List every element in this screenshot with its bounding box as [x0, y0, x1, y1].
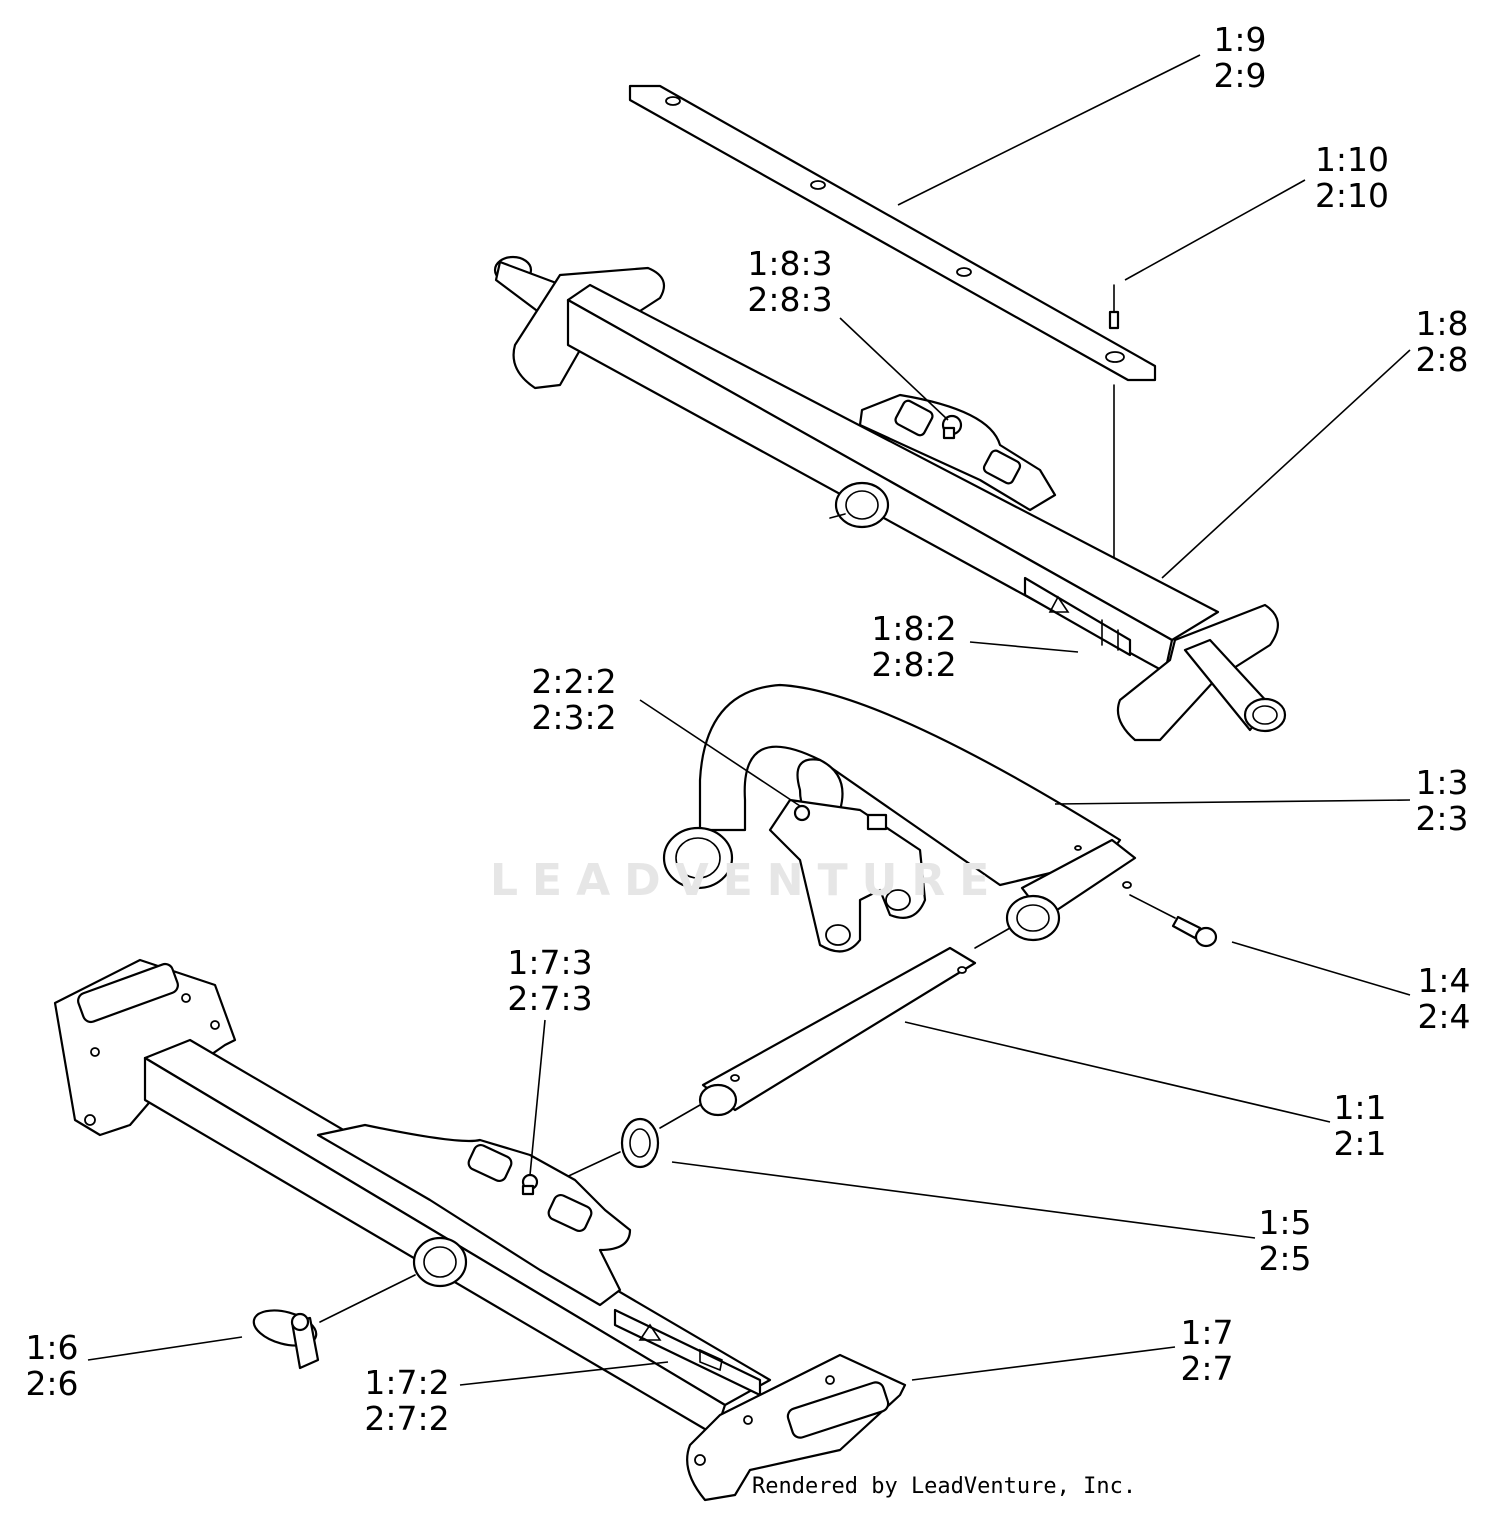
callout-line2: 2:1	[1333, 1124, 1387, 1163]
leader-lines	[87, 54, 1411, 1386]
callout-line2: 2:10	[1314, 176, 1390, 215]
callout-1-8-2[interactable]: 1:8:2 2:8:2	[862, 611, 966, 683]
callout-1-7-3[interactable]: 1:7:3 2:7:3	[498, 945, 602, 1017]
flat-bar-part	[628, 84, 1157, 382]
callout-line2: 2:7:2	[364, 1399, 450, 1438]
rear-axle-beam-part	[493, 255, 1287, 742]
callout-line1: 1:10	[1314, 140, 1390, 179]
callout-line2: 2:8:2	[871, 645, 957, 684]
callout-line2: 2:4	[1417, 997, 1471, 1036]
callout-1-6[interactable]: 1:6 2:6	[10, 1330, 94, 1402]
front-axle-beam-part	[53, 958, 907, 1502]
callout-1-7[interactable]: 1:7 2:7	[1165, 1315, 1249, 1387]
render-credit: Rendered by LeadVenture, Inc.	[752, 1474, 1137, 1499]
callout-line2: 2:7	[1180, 1349, 1234, 1388]
nut-part	[793, 804, 811, 822]
watermark-text: LEADVENTURE	[490, 855, 1004, 906]
callout-line1: 2:2:2	[531, 662, 617, 701]
callout-line2: 2:8	[1415, 340, 1469, 379]
callout-line1: 1:7:2	[364, 1363, 450, 1402]
callout-line2: 2:8:3	[747, 280, 833, 319]
callout-line1: 1:5	[1258, 1203, 1312, 1242]
callout-line1: 1:9	[1213, 20, 1267, 59]
pivot-arm-part	[662, 683, 1137, 953]
callout-1-4[interactable]: 1:4 2:4	[1402, 963, 1486, 1035]
lynch-pin-part	[252, 1274, 416, 1370]
callout-1-3[interactable]: 1:3 2:3	[1400, 765, 1484, 837]
pivot-pin-part	[659, 927, 1011, 1129]
callout-line1: 1:8:3	[747, 244, 833, 283]
small-pin-part	[1108, 284, 1120, 591]
callout-1-8-3[interactable]: 1:8:3 2:8:3	[738, 246, 842, 318]
callout-line2: 2:6	[25, 1364, 79, 1403]
callout-line2: 2:9	[1213, 56, 1267, 95]
callout-line1: 1:7	[1180, 1313, 1234, 1352]
callout-line1: 1:7:3	[507, 943, 593, 982]
callout-line1: 1:8:2	[871, 609, 957, 648]
callout-line2: 2:5	[1258, 1239, 1312, 1278]
callout-1-10[interactable]: 1:10 2:10	[1305, 142, 1399, 214]
callout-line1: 1:1	[1333, 1088, 1387, 1127]
callout-1-9[interactable]: 1:9 2:9	[1198, 22, 1282, 94]
callout-line2: 2:3:2	[531, 698, 617, 737]
callout-1-7-2[interactable]: 1:7:2 2:7:2	[355, 1365, 459, 1437]
callout-line1: 1:4	[1417, 961, 1471, 1000]
callout-line1: 1:3	[1415, 763, 1469, 802]
callout-line1: 1:6	[25, 1328, 79, 1367]
callout-1-8[interactable]: 1:8 2:8	[1400, 306, 1484, 378]
bolt-part	[1129, 894, 1218, 948]
callout-line2: 2:7:3	[507, 979, 593, 1018]
callout-line1: 1:8	[1415, 304, 1469, 343]
callout-1-1[interactable]: 1:1 2:1	[1318, 1090, 1402, 1162]
callout-2-2-2[interactable]: 2:2:2 2:3:2	[522, 664, 626, 736]
callout-1-5[interactable]: 1:5 2:5	[1243, 1205, 1327, 1277]
washer-part	[559, 1117, 660, 1181]
callout-line2: 2:3	[1415, 799, 1469, 838]
